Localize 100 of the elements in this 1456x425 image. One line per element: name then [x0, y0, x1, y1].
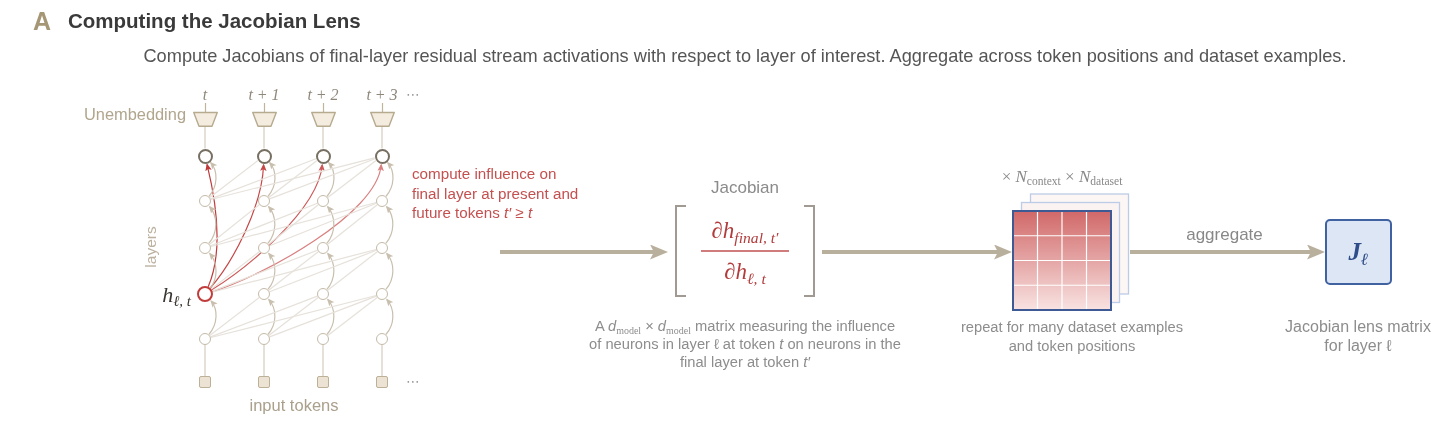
curved-arrow	[267, 161, 277, 198]
neuron-circle	[197, 148, 213, 164]
curved-arrow	[208, 205, 217, 244]
column-label: t	[202, 85, 208, 105]
ellipsis-text: ⋯	[406, 372, 420, 390]
axis-label: input tokens	[249, 396, 339, 416]
neuron-circle	[258, 288, 270, 300]
annotation-text: compute influence on final layer at present and future tokens t′ ≥ t	[412, 164, 580, 223]
connector-line	[210, 157, 376, 201]
curved-arrow	[385, 205, 394, 244]
token-square	[376, 376, 388, 388]
curved-arrow	[326, 205, 335, 244]
connector-line	[209, 297, 260, 336]
column-label: t + 2	[307, 85, 339, 105]
math-expression: ∂h$_{final, t′}$	[711, 217, 779, 245]
math-expression: ∂h$_{ℓ, t}$	[724, 258, 766, 286]
matrix-stack	[1012, 193, 1130, 312]
caption-text: A d$_{model}$ × d$_{model}$ matrix measuring the influence of neurons in layer ℓ at token t on neurons in the final layer at token t′	[588, 317, 902, 371]
curved-arrow	[267, 298, 276, 336]
caption-text: Jacobian lens matrix for layer ℓ	[1284, 317, 1432, 355]
neuron-circle	[317, 333, 329, 345]
connector-line	[210, 251, 260, 290]
curved-arrow	[326, 161, 336, 198]
connector-line	[263, 344, 265, 377]
connector-line	[381, 126, 383, 150]
connector-line	[269, 158, 376, 200]
arrow	[205, 163, 218, 288]
curved-arrow	[385, 252, 394, 290]
neuron-circle	[317, 288, 329, 300]
neuron-circle	[376, 288, 388, 300]
neuron-circle	[315, 148, 331, 164]
neuron-circle	[258, 333, 270, 345]
axis-label: layers	[141, 226, 160, 268]
panel-letter: A	[33, 6, 52, 36]
curved-arrow	[267, 205, 276, 244]
connector-line	[210, 294, 377, 339]
connector-line	[210, 295, 318, 338]
connector-line	[268, 159, 318, 198]
curved-arrow	[209, 252, 217, 289]
curved-arrow	[326, 252, 335, 290]
neuron-circle	[376, 195, 388, 207]
connector-line	[212, 248, 377, 293]
neuron-circle	[197, 286, 213, 302]
connector-line	[269, 295, 377, 338]
curved-arrow	[326, 298, 335, 336]
ellipsis-text: ⋯	[406, 85, 420, 103]
connector-line	[210, 158, 317, 200]
math-label: h$_{ℓ, t}$	[162, 281, 191, 309]
connector-line	[327, 297, 378, 336]
connector-line	[269, 202, 377, 247]
connector-line	[268, 297, 319, 336]
curved-arrow	[385, 298, 394, 336]
arrow	[822, 244, 1012, 260]
neuron-circle	[258, 242, 270, 254]
unembedding-block	[310, 103, 336, 127]
connector-line	[204, 126, 206, 150]
neuron-circle	[374, 148, 390, 164]
matrix-box	[1325, 219, 1392, 285]
connector-line	[210, 202, 318, 247]
connector-line	[268, 251, 319, 291]
arrow	[500, 244, 668, 260]
connector-line	[327, 204, 378, 245]
connector-line	[322, 126, 324, 150]
unembedding-block	[192, 103, 218, 127]
heading-text: × N$_{context}$ × N$_{dataset}$	[1001, 166, 1123, 188]
arrow	[211, 163, 325, 291]
connector-line	[209, 204, 260, 245]
token-square	[317, 376, 329, 388]
neuron-circle	[199, 242, 211, 254]
curved-arrow	[208, 161, 218, 198]
neuron-circle	[256, 148, 272, 164]
connector-line	[327, 251, 378, 291]
connector-line	[263, 126, 265, 150]
connector-line	[204, 344, 206, 377]
arrow	[1130, 244, 1325, 260]
curved-arrow	[208, 300, 218, 336]
curved-arrow	[267, 252, 276, 290]
connector-line	[268, 204, 319, 245]
unembedding-block	[369, 103, 395, 127]
connector-line	[209, 159, 259, 198]
connector-line	[210, 201, 377, 248]
neuron-circle	[317, 195, 329, 207]
connector-line	[322, 344, 324, 377]
column-label: t + 3	[366, 85, 398, 105]
connector-line	[211, 249, 318, 292]
token-square	[199, 376, 211, 388]
heading-text: Jacobian	[710, 177, 780, 199]
row-label: Unembedding	[83, 105, 186, 125]
curved-arrow	[385, 161, 395, 198]
connector-line	[269, 249, 377, 293]
neuron-circle	[376, 333, 388, 345]
math-symbol: J$_{ℓ}$	[1348, 237, 1369, 267]
title-text: Computing the Jacobian Lens	[68, 8, 361, 34]
token-square	[258, 376, 270, 388]
neuron-circle	[376, 242, 388, 254]
neuron-circle	[317, 242, 329, 254]
connector-line	[381, 344, 383, 377]
neuron-circle	[199, 195, 211, 207]
neuron-circle	[199, 333, 211, 345]
column-label: t + 1	[248, 85, 280, 105]
